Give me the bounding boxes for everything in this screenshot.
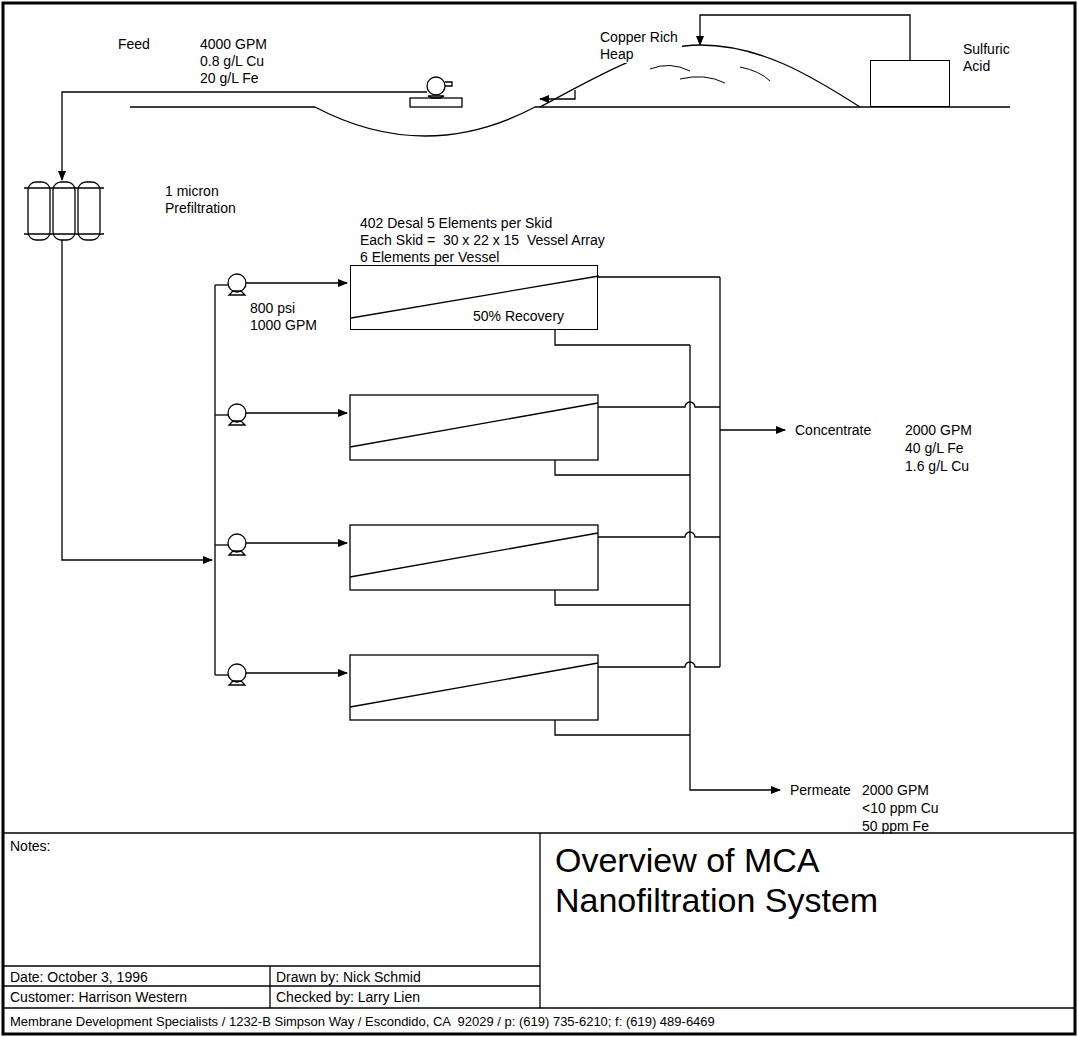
annotation-label: 0.8 g/L Cu — [200, 53, 264, 70]
heap-pile: Copper Rich Heap — [540, 45, 860, 107]
annotation-label: Date: October 3, 1996 — [10, 969, 148, 986]
annotation-label: 1000 GPM — [250, 317, 317, 334]
permeate-piping — [555, 330, 780, 790]
drawing-title: Overview of MCA Nanofiltration System — [555, 840, 925, 920]
frame — [3, 3, 1075, 1034]
manifold — [214, 285, 215, 675]
prefilter-cartridges — [24, 182, 104, 240]
annotation-label: 1 micron — [165, 183, 219, 200]
annotation-label: 20 g/L Fe — [200, 70, 259, 87]
annotation-label: Notes: — [10, 838, 50, 855]
title-block — [3, 833, 1075, 1008]
skid-box: 50% Recovery — [350, 265, 598, 330]
node-label: Sulfuric Acid — [963, 41, 1033, 75]
annotation-label: Prefiltration — [165, 200, 236, 217]
annotation-label: 50 ppm Fe — [862, 818, 929, 835]
skid-pump — [215, 274, 347, 685]
annotation-label: 1.6 g/L Cu — [905, 458, 969, 475]
annotation-label: 4000 GPM — [200, 36, 267, 53]
annotation-label: Drawn by: Nick Schmid — [276, 969, 421, 986]
heap-outline — [540, 45, 860, 107]
annotation-label: 2000 GPM — [905, 422, 972, 439]
annotation-label: 2000 GPM — [862, 782, 929, 799]
node-label: Copper Rich Heap — [598, 29, 682, 63]
node-label: 50% Recovery — [473, 308, 564, 325]
annotation-label: Membrane Development Specialists / 1232-… — [10, 1013, 715, 1030]
annotation-label: 800 psi — [250, 300, 295, 317]
annotation-label: Concentrate — [795, 422, 871, 439]
acid-tank: Sulfuric Acid — [870, 60, 950, 107]
annotation-label: Feed — [118, 36, 150, 53]
annotation-label: Permeate — [790, 782, 851, 799]
ground-line — [130, 107, 1010, 136]
feed-line — [62, 92, 427, 180]
annotation-label: 6 Elements per Vessel — [360, 249, 499, 266]
feed-line — [62, 240, 212, 560]
annotation-label: <10 ppm Cu — [862, 800, 939, 817]
annotation-label: 402 Desal 5 Elements per Skid — [360, 215, 552, 232]
annotation-label: Checked by: Larry Lien — [276, 989, 420, 1006]
annotation-label: Each Skid = 30 x 22 x 15 Vessel Array — [360, 232, 605, 249]
skid-box — [350, 395, 598, 720]
concentrate-piping — [598, 277, 785, 667]
flow-connector — [700, 15, 910, 60]
annotation-label: Customer: Harrison Western — [10, 989, 187, 1006]
annotation-label: 40 g/L Fe — [905, 440, 964, 457]
